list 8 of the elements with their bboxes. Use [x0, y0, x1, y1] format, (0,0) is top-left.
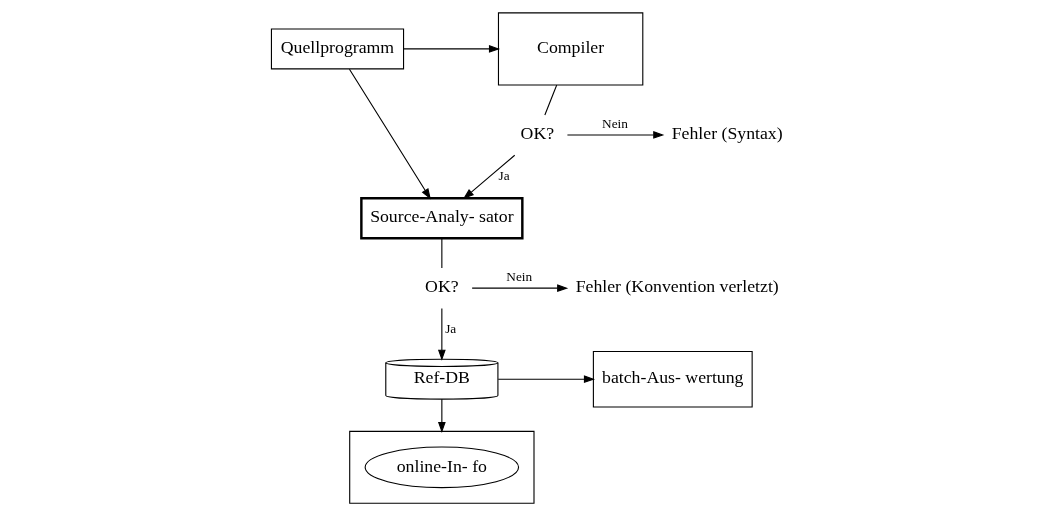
- edge-label: Ja: [498, 168, 510, 184]
- node-text: OK?: [425, 276, 459, 297]
- node-text: Fehler (Syntax): [671, 123, 783, 144]
- edge-label: Nein: [506, 269, 533, 285]
- edge-label: Ja: [445, 321, 457, 337]
- node-text: OK?: [520, 123, 555, 144]
- edge-label: Nein: [602, 115, 628, 131]
- node-text: Fehler (Konvention verletzt): [575, 276, 779, 297]
